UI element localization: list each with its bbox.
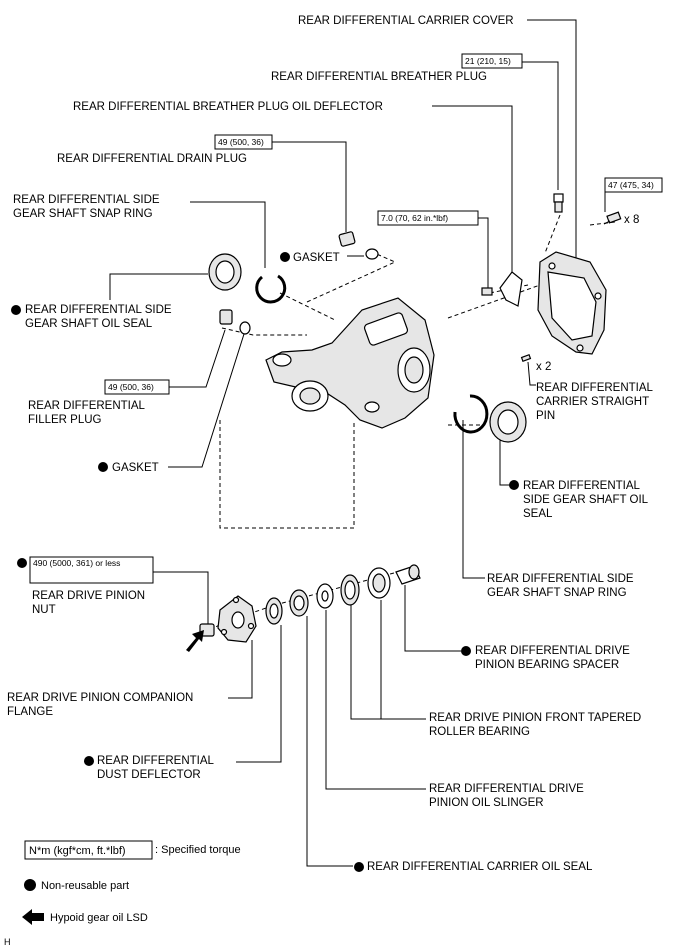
label-filler-plug-1: REAR DIFFERENTIAL (28, 400, 146, 412)
torque-filler-plug: 49 (500, 36) (108, 382, 154, 392)
label-straight-pin-2: CARRIER STRAIGHT (536, 396, 649, 408)
label-oil-seal-left-2: GEAR SHAFT OIL SEAL (25, 318, 153, 330)
breather-deflector (499, 271, 523, 307)
label-pinion-nut-1: REAR DRIVE PINION (32, 590, 145, 602)
label-straight-pin-3: PIN (536, 410, 555, 422)
label-filler-plug-2: FILLER PLUG (28, 414, 102, 426)
figure-code: H (4, 937, 11, 947)
non-reusable-dot (17, 558, 27, 568)
legend-torque-desc: : Specified torque (155, 844, 241, 856)
non-reusable-dot (461, 646, 471, 656)
breather-plug (553, 193, 564, 213)
deflector-bolt (481, 287, 493, 296)
legend-hypoid-oil: Hypoid gear oil LSD (50, 912, 148, 924)
oil-seal-left (208, 253, 242, 291)
legend-torque-unit: N*m (kgf*cm, ft.*lbf) (29, 845, 126, 857)
label-oil-seal-right-1: REAR DIFFERENTIAL (523, 480, 641, 492)
non-reusable-dot (11, 305, 21, 315)
label-companion-flange-1: REAR DRIVE PINION COMPANION (7, 692, 193, 704)
leader-lines (109, 19, 606, 867)
non-reusable-dot (280, 252, 290, 262)
label-bearing-spacer-1: REAR DIFFERENTIAL DRIVE (475, 645, 630, 657)
label-companion-flange-2: FLANGE (7, 706, 53, 718)
label-snap-ring-right-1: REAR DIFFERENTIAL SIDE (487, 573, 634, 585)
label-bearing-spacer-2: PINION BEARING SPACER (475, 659, 619, 671)
label-breather-plug: REAR DIFFERENTIAL BREATHER PLUG (271, 71, 487, 83)
legend-arrow-icon (22, 909, 44, 925)
label-gasket-lower: GASKET (112, 462, 159, 474)
label-breather-deflector: REAR DIFFERENTIAL BREATHER PLUG OIL DEFL… (73, 101, 383, 113)
label-pinion-nut-2: NUT (32, 604, 56, 616)
non-reusable-dot (84, 756, 94, 766)
label-oil-seal-right-3: SEAL (523, 508, 553, 520)
hypoid-oil-arrow-icon (186, 630, 204, 652)
torque-drain-plug: 49 (500, 36) (218, 137, 264, 147)
bearing-spacer (395, 564, 421, 585)
label-oil-slinger-1: REAR DIFFERENTIAL DRIVE (429, 783, 584, 795)
quantities: x 8 x 2 (536, 214, 639, 373)
label-straight-pin-1: REAR DIFFERENTIAL (536, 382, 654, 394)
drain-plug (338, 231, 379, 260)
non-reusable-markers (11, 252, 519, 872)
non-reusable-dot (509, 480, 519, 490)
label-oil-slinger-2: PINION OIL SLINGER (429, 797, 544, 809)
torque-pinion-nut: 490 (5000, 361) or less (33, 558, 120, 568)
legend: N*m (kgf*cm, ft.*lbf) : Specified torque… (4, 840, 241, 947)
torque-deflector-bolt: 7.0 (70, 62 in.*lbf) (381, 213, 448, 223)
label-oil-seal-right-2: SIDE GEAR SHAFT OIL (523, 494, 649, 506)
non-reusable-dot (354, 862, 364, 872)
label-front-bearing-2: ROLLER BEARING (429, 726, 530, 738)
carrier-cover (537, 251, 607, 355)
carrier-oil-seal (289, 589, 309, 617)
label-carrier-oil-seal: REAR DIFFERENTIAL CARRIER OIL SEAL (367, 861, 593, 873)
label-snap-ring-left-2: GEAR SHAFT SNAP RING (13, 208, 153, 220)
label-snap-ring-left-1: REAR DIFFERENTIAL SIDE (13, 194, 160, 206)
non-reusable-dot (98, 462, 108, 472)
legend-non-reusable: Non-reusable part (41, 880, 129, 892)
torque-boxes: 21 (210, 15) 47 (475, 34) 49 (500, 36) 7… (29, 53, 663, 584)
torque-cover-bolt: 47 (475, 34) (608, 180, 654, 190)
part-labels: REAR DIFFERENTIAL CARRIER COVER REAR DIF… (7, 15, 654, 873)
companion-flange (217, 595, 257, 643)
front-bearing (340, 567, 391, 606)
label-front-bearing-1: REAR DRIVE PINION FRONT TAPERED (429, 712, 641, 724)
straight-pin (520, 353, 532, 363)
oil-seal-right (489, 401, 527, 443)
label-snap-ring-right-2: GEAR SHAFT SNAP RING (487, 587, 627, 599)
qty-straight-pins: x 2 (536, 361, 551, 373)
label-gasket-upper: GASKET (293, 252, 340, 264)
dust-deflector (265, 597, 283, 625)
snap-ring-right (453, 394, 489, 434)
label-dust-deflector-2: DUST DEFLECTOR (97, 769, 201, 781)
filler-plug (219, 309, 251, 335)
label-drain-plug: REAR DIFFERENTIAL DRAIN PLUG (57, 153, 247, 165)
snap-ring-left (255, 274, 287, 304)
label-carrier-cover: REAR DIFFERENTIAL CARRIER COVER (298, 15, 514, 27)
qty-cover-bolts: x 8 (624, 214, 639, 226)
cover-bolt (603, 211, 622, 225)
legend-non-reusable-dot-icon (24, 879, 36, 891)
differential-carrier-housing (265, 297, 435, 429)
label-oil-seal-left-1: REAR DIFFERENTIAL SIDE (25, 304, 172, 316)
torque-breather-plug: 21 (210, 15) (465, 56, 511, 66)
label-dust-deflector-1: REAR DIFFERENTIAL (97, 755, 215, 767)
oil-slinger (316, 583, 334, 609)
